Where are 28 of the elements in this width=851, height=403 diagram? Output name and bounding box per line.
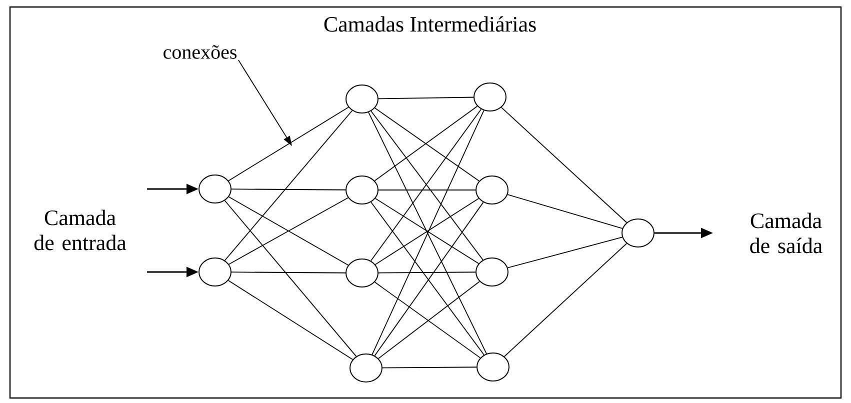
layer-label: Camada de entrada [34, 210, 126, 250]
title: Camadas Intermediárias [324, 16, 536, 32]
connection-line [228, 106, 349, 182]
layer-label: Camada de saída [750, 212, 822, 254]
connection-line [228, 280, 354, 360]
neuron-circle [346, 176, 378, 204]
connection-line [378, 96, 474, 100]
neuron-circle [198, 258, 232, 286]
neuron-circle [474, 82, 506, 112]
annotation-text: conexões [164, 45, 236, 59]
connection-line [224, 200, 357, 357]
neuron-circle [350, 354, 382, 382]
connection-line [231, 272, 346, 274]
connection-line [504, 243, 628, 357]
connection-line [382, 366, 477, 368]
connection-line [507, 194, 623, 229]
neuron-circle [346, 84, 378, 114]
connection-line [378, 272, 476, 274]
neuron-circle [476, 258, 508, 286]
neuron-circle [346, 258, 378, 288]
neuron-circle [476, 352, 510, 382]
connection-line [500, 107, 628, 223]
connection-line [507, 236, 623, 268]
neuron-circle [622, 218, 654, 248]
connection-line [231, 188, 346, 190]
neuron-circle [476, 176, 508, 204]
connection-line [224, 110, 353, 261]
neuron-circle [198, 174, 232, 204]
